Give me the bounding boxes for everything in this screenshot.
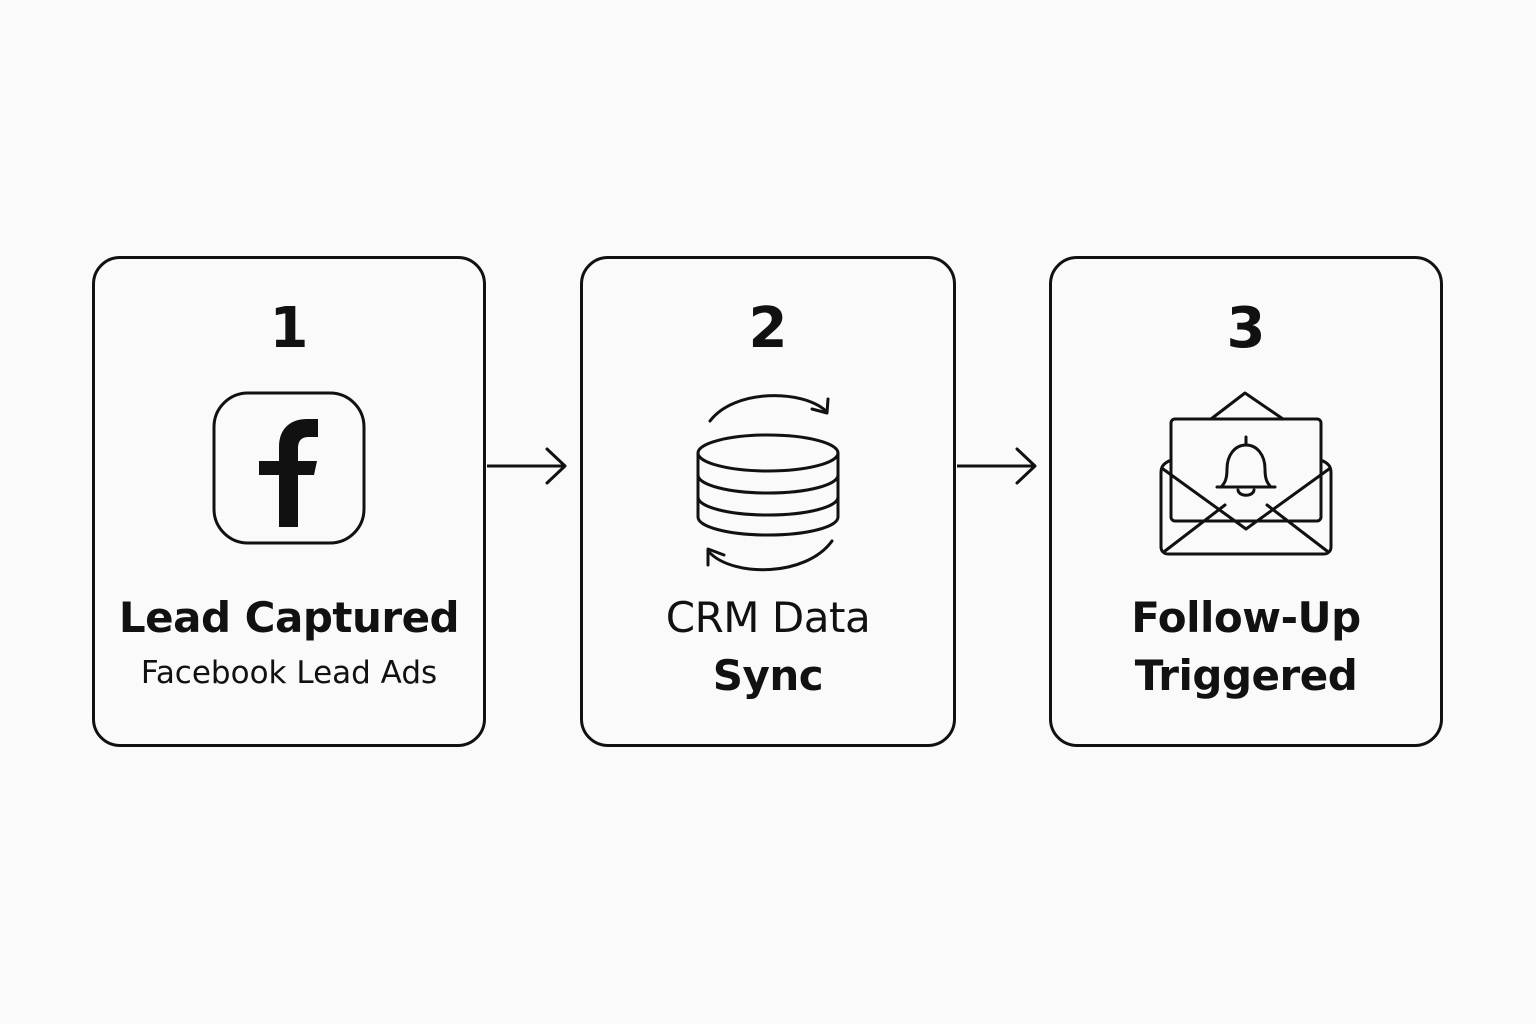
step-title-line: CRM Data [665, 593, 871, 642]
step-title-line: Sync [712, 651, 824, 700]
step-title-line: Follow-Up [1131, 593, 1361, 642]
facebook-icon [212, 391, 366, 545]
envelope-bell-icon [1159, 391, 1333, 556]
step-title-line: Triggered [1134, 651, 1358, 700]
step-card-follow-up-triggered: 3 Follow-Up Tri [1049, 256, 1443, 747]
step-text: Follow-Up Triggered [1052, 589, 1440, 705]
step-card-crm-data-sync: 2 CRM Data Sync [580, 256, 956, 747]
step-number: 1 [269, 296, 309, 361]
arrow-right-icon [957, 447, 1037, 485]
step-title: Lead Captured [118, 593, 460, 642]
step-text: Lead Captured Facebook Lead Ads [95, 589, 483, 693]
database-sync-icon [696, 394, 840, 572]
step-text: CRM Data Sync [583, 589, 953, 705]
step-number: 2 [748, 296, 788, 361]
step-subtitle: Facebook Lead Ads [140, 655, 438, 691]
step-card-lead-captured: 1 Lead Captured Facebook Lead Ads [92, 256, 486, 747]
arrow-right-icon [487, 447, 567, 485]
step-number: 3 [1226, 296, 1266, 361]
